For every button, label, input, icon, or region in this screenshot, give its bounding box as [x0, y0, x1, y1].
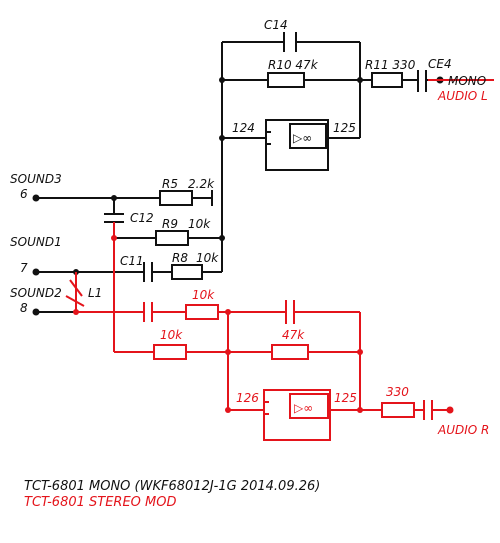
junction	[219, 135, 225, 141]
label-red-r2: 10k	[160, 328, 183, 342]
label-r5: R5	[162, 177, 178, 191]
label-red-r3: 47k	[282, 328, 305, 342]
mono-labels: C14 R10 47k R11 330 CE4 MONO 124 125 ▷∞ …	[10, 18, 486, 315]
stereo-junctions	[73, 235, 454, 414]
stereo-labels: AUDIO L 10k 10k 47k 126 125 ▷∞ 330 AUDIO…	[160, 89, 489, 437]
label-r11: R11 330	[365, 58, 416, 72]
label-r9: R9	[162, 217, 178, 231]
amp-bottom-symbol: ▷∞	[294, 401, 313, 415]
amp-top-inner	[289, 123, 327, 149]
r11-resistor	[371, 72, 403, 88]
junction	[219, 77, 225, 83]
r9-resistor	[155, 230, 189, 246]
label-sound3: SOUND3	[10, 172, 62, 186]
junction	[357, 349, 363, 355]
r10-resistor	[267, 72, 305, 88]
label-l1: L1	[88, 286, 102, 300]
label-c11: C11	[120, 254, 144, 268]
label-pin8: 8	[20, 301, 28, 315]
label-c12: C12	[130, 211, 154, 225]
label-r8-value: 10k	[196, 251, 219, 265]
stereo-mod-circuit	[65, 79, 494, 441]
label-audio-l: AUDIO L	[437, 89, 488, 103]
label-pin126: 126	[236, 391, 259, 405]
terminal-sound3	[32, 194, 40, 202]
r8-resistor	[171, 264, 203, 280]
mono-junctions	[32, 76, 444, 316]
red-r1-resistor	[185, 304, 219, 320]
label-pin125-bottom: 125	[334, 391, 357, 405]
label-pin124: 124	[232, 121, 255, 135]
junction	[111, 235, 117, 241]
caption-stereo: TCT-6801 STEREO MOD	[24, 495, 177, 510]
junction	[225, 349, 231, 355]
label-r9-value: 10k	[188, 217, 211, 231]
junction	[73, 309, 79, 315]
junction	[219, 235, 225, 241]
amp-top-box	[265, 119, 329, 171]
label-audio-r: AUDIO R	[437, 423, 489, 437]
terminal-audio-r	[446, 406, 454, 414]
label-c14: C14	[264, 18, 288, 32]
junction	[225, 309, 231, 315]
label-pin6: 6	[20, 187, 28, 201]
label-red-r1: 10k	[192, 288, 215, 302]
r5-resistor	[159, 190, 193, 206]
label-red-r4: 330	[386, 385, 409, 399]
junction	[111, 195, 117, 201]
amp-bottom-inner	[289, 393, 329, 419]
red-r4-resistor	[381, 402, 415, 418]
terminal-sound1	[32, 268, 40, 276]
label-sound1: SOUND1	[10, 235, 62, 249]
label-pin125-top: 125	[333, 121, 356, 135]
junction	[357, 407, 363, 413]
mono-circuit	[36, 32, 438, 313]
label-r8: R8	[172, 251, 188, 265]
label-sound2: SOUND2	[10, 286, 62, 300]
terminal-sound2	[32, 308, 40, 316]
label-ce4: CE4	[428, 57, 452, 71]
amp-top-symbol: ▷∞	[293, 131, 312, 145]
junction	[357, 77, 363, 83]
label-mono: MONO	[448, 74, 486, 88]
l1-cut-c	[65, 295, 85, 307]
label-r10: R10 47k	[268, 58, 319, 72]
amp-bottom-box	[263, 389, 331, 441]
label-r5-value: 2.2k	[188, 177, 215, 191]
label-pin7: 7	[20, 261, 28, 275]
caption-mono: TCT-6801 MONO (WKF68012J-1G 2014.09.26)	[24, 479, 320, 494]
junction	[225, 407, 231, 413]
red-r3-resistor	[271, 344, 309, 360]
red-r2-resistor	[153, 344, 187, 360]
